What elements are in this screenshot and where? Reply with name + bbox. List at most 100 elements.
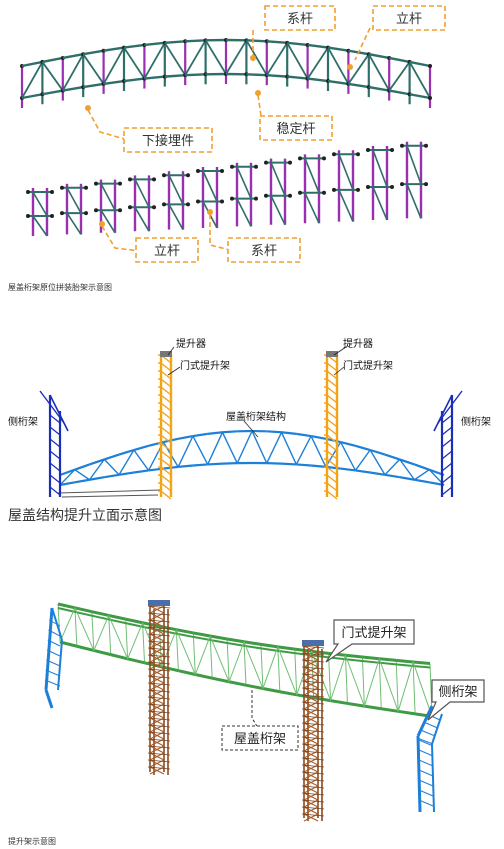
frame-diagonal [100,209,116,234]
diagonal [414,469,430,481]
lower-frames [26,141,428,237]
top-chord [89,458,105,466]
tower-lacing [326,418,338,428]
diagonal [277,646,298,695]
bottom-chord [133,469,149,474]
portal-frame-left-graphic [158,351,173,500]
tower3d-girt [147,731,171,735]
node [390,148,394,152]
side-column [431,713,443,745]
node [424,143,428,148]
top-chord [103,453,120,461]
top-chord [409,60,431,68]
web-vertical [378,658,382,709]
tower-lacing [326,402,338,412]
bottom-chord [281,462,297,466]
top-chord [177,434,194,440]
node [220,169,224,173]
blue-side-truss-right [416,705,443,813]
tower-3d-right [301,640,325,822]
bottom-chord [327,79,349,86]
tower3d-girt [301,743,325,747]
node [118,181,122,186]
tower-lacing [326,466,338,476]
top-chord [399,458,415,466]
tower3d-girt [147,745,171,749]
diagonal [93,615,110,651]
node [152,205,156,210]
node [84,211,88,216]
node [94,181,98,186]
tower3d-girt [301,673,325,677]
node [186,202,190,207]
diagonal [21,61,44,99]
label-side-truss-3d: 侧桁架 [438,685,477,700]
diagonal [82,53,105,85]
tower3d-girt [301,778,325,782]
node [366,148,370,152]
side-diagonal [49,462,61,472]
diagonal [344,655,365,707]
tower-lacing [160,402,172,412]
tower3d-girt [147,605,171,609]
tower3d-girt [301,729,325,733]
tower-lacing [326,410,338,420]
top-chord [310,434,327,440]
top-chord [74,606,93,614]
tower3d-girt [301,715,325,719]
side-diagonal [49,486,61,496]
node [152,177,156,182]
top-chord [388,56,410,64]
top-chord [164,40,186,45]
tower3d-girt [147,626,171,630]
side-diagonal [441,486,453,496]
node [298,156,302,161]
side-diagonal [49,450,61,460]
tower3d-girt [147,766,171,770]
top-chord-rear [277,649,295,655]
frame-diagonal [32,191,48,217]
side-lacing [46,649,61,657]
top-chord [277,645,295,651]
callout-vertical-top-box [372,5,446,31]
node [424,182,428,187]
callout-stabilizer-box [259,115,333,141]
node [428,96,432,100]
bottom-chord [348,82,369,89]
tower-lacing [326,458,338,468]
bottom-chord [104,473,120,479]
node [84,185,88,190]
node [196,199,200,204]
tower-lacing [160,418,172,428]
bottom-chord [185,73,206,77]
top-chord-rear [311,654,329,659]
diagonal [397,661,414,712]
diagonal [225,39,248,75]
diagonal [266,431,283,464]
tower3d-girt [301,659,325,663]
bottom-chord [409,93,431,100]
callout-vertical-bottom-box [135,237,199,263]
tower-lacing [160,410,172,420]
diagonal [388,61,411,92]
side-lacing [44,679,61,687]
top-chord-rear [193,635,211,642]
node [60,211,64,216]
top-chord [207,431,223,435]
top-chord [82,49,104,56]
tower-lacing [326,450,338,460]
diagonal [59,469,76,486]
tower3d-girt [301,708,325,712]
frame-diagonal [236,166,252,199]
node [220,199,224,204]
diagonal [306,47,329,80]
lift-device-3d [302,640,324,646]
bottom-chord [384,473,400,479]
diagonal [347,53,370,85]
top-chord [266,40,288,45]
side-lacing [418,769,434,777]
web-vertical [260,644,264,689]
bottom-chord [262,687,281,694]
diagonal [175,629,196,675]
callout-vertical-bottom: 立杆 [154,244,180,259]
